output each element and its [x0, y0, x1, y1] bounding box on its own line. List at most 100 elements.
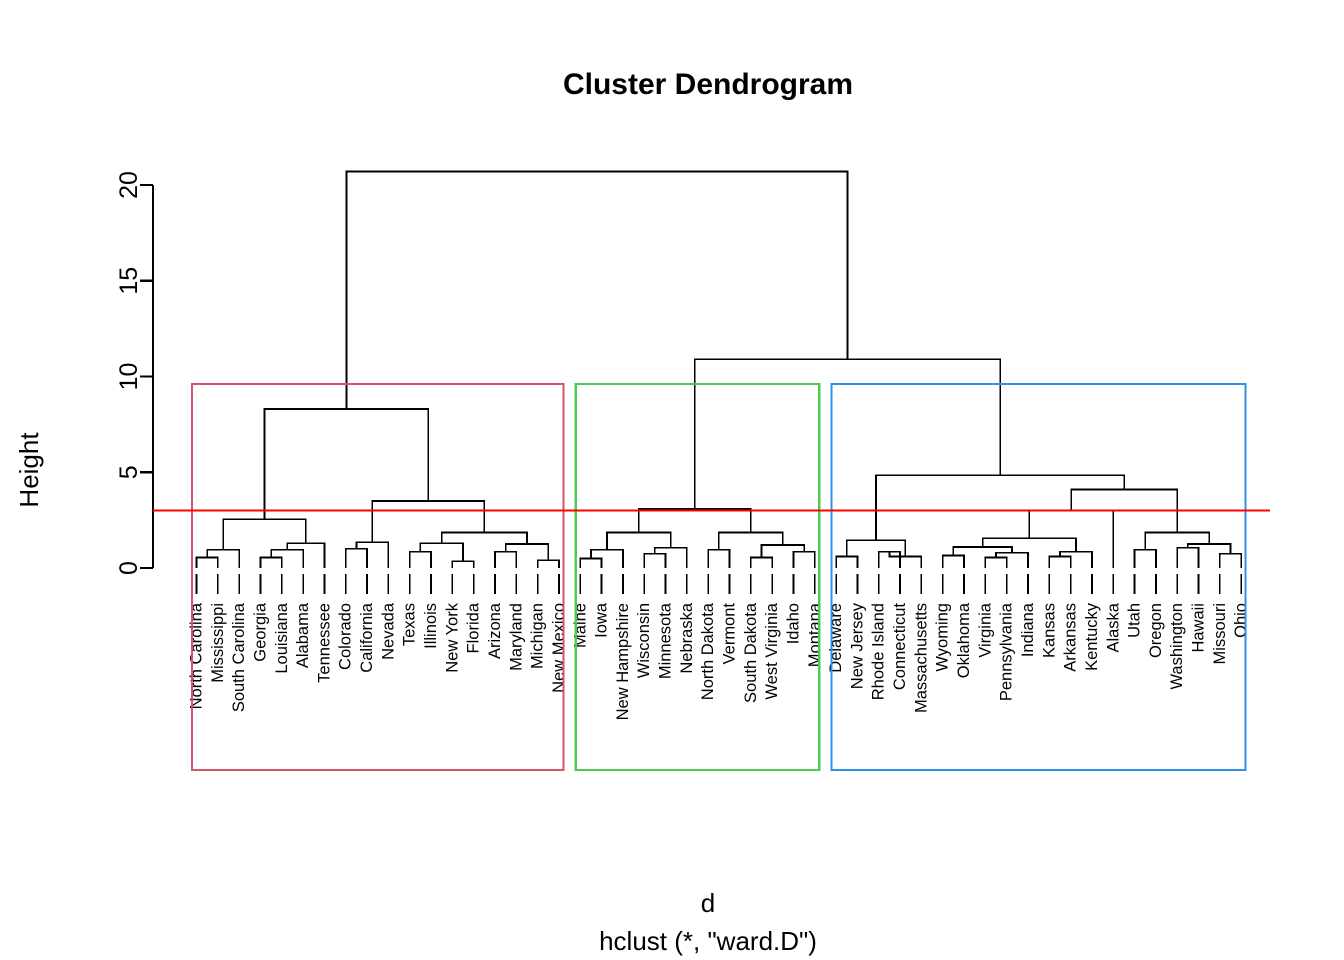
leaf-label: Wisconsin: [635, 603, 653, 678]
dendrogram-link: [536, 559, 560, 568]
leaf-label: Florida: [465, 602, 483, 653]
dendrogram-link: [845, 539, 907, 557]
y-axis-tick-label: 0: [115, 561, 143, 575]
leaf-label: Mississippi: [209, 603, 227, 683]
leaf-label: North Carolina: [188, 602, 206, 709]
leaf-label: Utah: [1126, 603, 1144, 638]
dendrogram-link: [263, 408, 430, 520]
y-axis-tick-label: 5: [115, 465, 143, 479]
leaf-label: Iowa: [593, 602, 611, 638]
leaf-label: Washington: [1168, 603, 1186, 690]
leaf-label: Wyoming: [934, 603, 952, 672]
cluster-box: [190, 383, 565, 772]
dendrogram-link: [1187, 543, 1232, 554]
dendrogram-link: [707, 548, 731, 568]
dendrogram-link: [286, 542, 326, 568]
dendrogram-link: [792, 550, 816, 568]
leaf-label: Nebraska: [678, 602, 696, 673]
dendrogram-link: [1176, 547, 1200, 568]
dendrogram-link: [749, 556, 773, 568]
x-axis-label-method: hclust (*, "ward.D"): [599, 926, 817, 956]
leaf-label: Rhode Island: [870, 603, 888, 700]
leaf-label: Texas: [401, 603, 419, 646]
dendrogram-link: [1048, 555, 1072, 568]
dendrogram-link: [952, 546, 1013, 556]
dendrogram-link: [345, 170, 849, 410]
dendrogram-link: [371, 500, 486, 543]
dendrogram-link: [494, 550, 518, 568]
leaf-label: Massachusetts: [912, 603, 930, 713]
leaf-label: New Jersey: [848, 602, 866, 689]
x-axis-label-primary: d: [701, 888, 715, 918]
leaf-label: California: [358, 602, 376, 673]
leaf-label: Illinois: [422, 603, 440, 649]
dendrogram-link: [344, 548, 368, 568]
leaf-label: South Dakota: [742, 602, 760, 703]
cluster-box: [830, 383, 1247, 772]
leaf-label: New Mexico: [550, 603, 568, 693]
dendrogram-link: [355, 541, 390, 568]
leaf-label: New York: [443, 602, 461, 672]
leaf-label: Virginia: [976, 602, 994, 658]
leaf-label: Alabama: [294, 602, 312, 668]
dendrogram-link: [835, 555, 859, 568]
leaf-label: Minnesota: [657, 602, 675, 679]
dendrogram-links: [195, 170, 1243, 568]
leaf-label: Colorado: [337, 603, 355, 670]
dendrogram-link: [643, 552, 667, 568]
dendrogram-link: [579, 557, 603, 568]
dendrogram-link: [638, 507, 752, 533]
dendrogram-link: [981, 537, 1077, 552]
leaf-label: South Carolina: [230, 602, 248, 712]
dendrogram-link: [504, 543, 550, 561]
leaf-label: Michigan: [529, 603, 547, 669]
leaf-label: Ohio: [1232, 603, 1250, 638]
dendrogram-link: [984, 556, 1008, 568]
leaf-label: Hawaii: [1190, 603, 1208, 653]
y-axis-label: Height: [14, 432, 44, 508]
dendrogram-link: [451, 560, 475, 568]
leaf-label: Pennsylvania: [998, 602, 1016, 701]
dendrogram-link: [222, 518, 307, 550]
leaf-label: Alaska: [1104, 602, 1122, 652]
dendrogram-link: [440, 531, 528, 545]
leaf-label: Nevada: [379, 602, 397, 660]
leaf-label: Missouri: [1211, 603, 1229, 664]
leaf-label: Louisiana: [273, 602, 291, 673]
cluster-boxes: [190, 383, 1247, 772]
leaf-label: Kentucky: [1083, 602, 1101, 671]
dendrogram-link: [875, 474, 1126, 541]
leaf-label: Oregon: [1147, 603, 1165, 658]
leaf-label: Connecticut: [891, 603, 909, 691]
page-title: Cluster Dendrogram: [563, 68, 853, 101]
dendrogram-link: [1059, 550, 1093, 568]
dendrogram-link: [259, 556, 283, 568]
leaf-label: Indiana: [1019, 602, 1037, 657]
leaf-label: Idaho: [784, 603, 802, 644]
y-axis-tick-label: 15: [115, 267, 143, 295]
dendrogram-link: [1144, 531, 1211, 550]
leaf-label: Maryland: [507, 603, 525, 671]
dendrogram-link: [941, 554, 965, 568]
leaf-label: Montana: [806, 602, 824, 667]
leaf-label: Delaware: [827, 603, 845, 673]
leaf-label: North Dakota: [699, 602, 717, 700]
dendrogram-link: [1133, 548, 1157, 568]
dendrogram-link: [206, 548, 240, 568]
dendrogram-link: [270, 548, 304, 568]
leaf-label: Kansas: [1040, 603, 1058, 658]
dendrogram-link: [717, 531, 784, 550]
leaf-label: Tennessee: [315, 603, 333, 683]
leaf-label: New Hampshire: [614, 603, 632, 720]
dendrogram-link: [195, 556, 219, 568]
y-axis-tick-label: 10: [115, 363, 143, 391]
dendrogram-link: [606, 531, 672, 550]
leaf-label: West Virginia: [763, 602, 781, 699]
leaf-label: Vermont: [721, 603, 739, 665]
cluster-box: [574, 383, 821, 772]
leaf-label: Arizona: [486, 602, 504, 659]
